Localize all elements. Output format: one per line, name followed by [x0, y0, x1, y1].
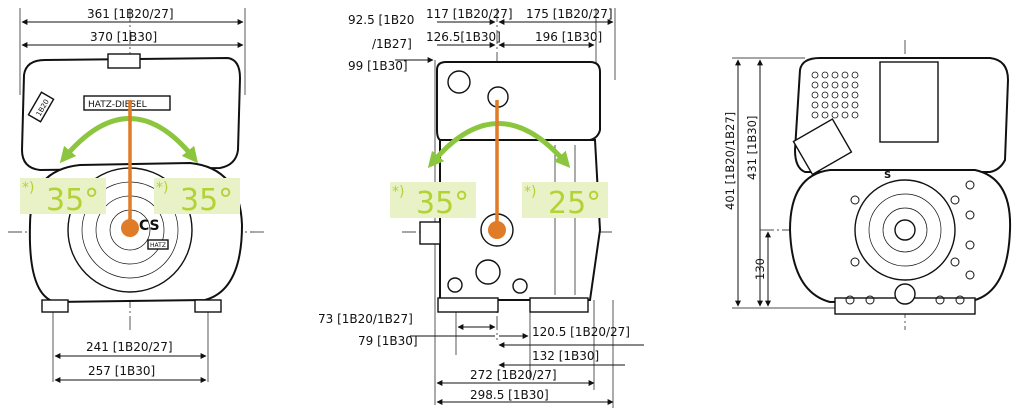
dim-front-top-b: 370 [1B30]	[90, 30, 157, 44]
side-foot-left	[437, 297, 499, 313]
dim-rear-height-a: 401 [1B20/1B27]	[723, 112, 737, 210]
side-filler-cap	[447, 70, 471, 94]
dim-rear-shaft-height: 130	[753, 258, 767, 280]
rear-injection-pump	[879, 61, 939, 143]
front-view: 361 [1B20/27] 370 [1B30] 241 [1B20/27] 2…	[8, 7, 265, 383]
angle-front-right-star: *)	[156, 180, 168, 196]
angle-side-right-star: *)	[524, 184, 536, 200]
model-badge	[27, 91, 55, 123]
rear-drain-plug	[894, 283, 916, 305]
model-label: CS	[139, 218, 160, 234]
rear-mark-s: S	[884, 170, 891, 181]
angle-front-left-star: *)	[22, 180, 34, 196]
rear-filter	[792, 118, 853, 176]
rear-intake-grille	[811, 71, 859, 119]
side-foot-right	[529, 297, 589, 313]
brand-plate	[83, 95, 171, 111]
angle-side-left: 35°	[416, 186, 469, 221]
rear-shaft	[894, 219, 916, 241]
pivot-point	[121, 219, 139, 237]
side-tank	[436, 61, 601, 141]
side-boss-1	[475, 259, 501, 285]
dim-side-overall-b: 298.5 [1B30]	[470, 388, 549, 402]
dim-side-top-right-b: 196 [1B30]	[535, 30, 602, 44]
angle-side-left-star: *)	[392, 184, 404, 200]
rear-bolts	[845, 180, 975, 305]
side-pivot-point	[488, 221, 506, 239]
angle-front-right: 35°	[180, 183, 233, 218]
side-view: 92.5 [1B20 /1B27] 99 [1B30] 117 [1B20/27…	[318, 7, 644, 408]
dim-side-top-left-b: /1B27]	[372, 37, 412, 51]
foot-left	[41, 299, 69, 313]
dim-side-top-right-a: 175 [1B20/27]	[526, 7, 613, 21]
side-block	[439, 139, 602, 301]
angle-front-left: 35°	[46, 183, 99, 218]
dim-front-top-a: 361 [1B20/27]	[87, 7, 174, 21]
dim-rear-height-b: 431 [1B30]	[745, 116, 759, 180]
side-boss-2	[447, 277, 463, 293]
dim-side-bottom-left-a: 73 [1B20/1B27]	[318, 312, 413, 326]
rear-view: 401 [1B20/1B27] 431 [1B30] 130 S	[723, 40, 1012, 330]
dim-side-bottom-right-b: 132 [1B30]	[532, 349, 599, 363]
dim-side-top-left-a: 92.5 [1B20	[348, 13, 414, 27]
dim-side-bottom-left-b: 79 [1B30]	[358, 334, 418, 348]
small-badge-label: HATZ	[150, 242, 166, 249]
pto-shaft	[419, 221, 441, 245]
foot-right	[194, 299, 222, 313]
angle-side-right: 25°	[548, 186, 601, 221]
tank-cap	[107, 53, 141, 69]
side-boss-3	[512, 278, 528, 294]
small-badge	[147, 239, 169, 250]
dim-side-bottom-right-a: 120.5 [1B20/27]	[532, 325, 630, 339]
brand-label: HATZ-DIESEL	[88, 100, 147, 110]
dim-side-top-mid-b: 126.5[1B30]	[426, 30, 501, 44]
dim-front-bottom-b: 257 [1B30]	[88, 364, 155, 378]
dim-front-bottom-a: 241 [1B20/27]	[86, 340, 173, 354]
dim-side-overall-a: 272 [1B20/27]	[470, 368, 557, 382]
dim-side-top-left-c: 99 [1B30]	[348, 59, 408, 73]
dim-side-top-mid-a: 117 [1B20/27]	[426, 7, 513, 21]
